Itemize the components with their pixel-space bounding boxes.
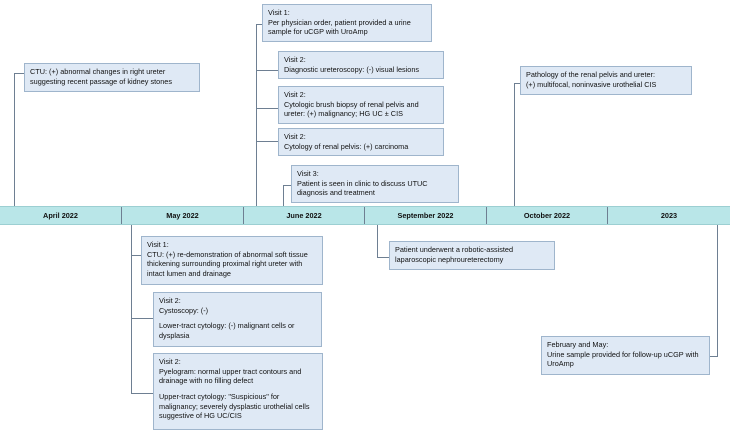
event-title: Visit 2:: [159, 357, 181, 366]
event-text: (+) multifocal, noninvasive urothelial C…: [526, 79, 657, 89]
event-may-visit1: Visit 1: CTU: (+) re-demonstration of ab…: [141, 236, 323, 285]
connector-june-v2: [283, 185, 284, 207]
event-title: Visit 1:: [268, 8, 290, 17]
event-title: Visit 2:: [159, 296, 181, 305]
event-june-visit1: Visit 1: Per physician order, patient pr…: [262, 4, 432, 42]
event-april-ctu: CTU: (+) abnormal changes in right urete…: [24, 63, 200, 92]
event-text-pyelogram: Pyelogram: normal upper tract contours a…: [159, 366, 302, 386]
event-text: Cytologic brush biopsy of renal pelvis a…: [284, 99, 419, 119]
connector-april: [14, 73, 15, 207]
timeline-bar: April 2022 May 2022 June 2022 September …: [0, 206, 730, 225]
event-text: Patient underwent a robotic-assisted lap…: [395, 245, 514, 264]
event-text: CTU: (+) abnormal changes in right urete…: [30, 67, 172, 86]
event-2023-followup: February and May: Urine sample provided …: [541, 336, 710, 375]
event-text: CTU: (+) re-demonstration of abnormal so…: [147, 249, 308, 278]
timeline-period-2023: 2023: [660, 211, 678, 220]
event-october-pathology: Pathology of the renal pelvis and ureter…: [520, 66, 692, 95]
event-title: Visit 3:: [297, 169, 319, 178]
timeline-period-june-2022: June 2022: [244, 207, 365, 224]
event-may-visit2-pyelogram: Visit 2: Pyelogram: normal upper tract c…: [153, 353, 323, 430]
timeline-period-april-2022: April 2022: [0, 207, 122, 224]
connector-2023-h: [710, 356, 718, 357]
connector-may-h3: [131, 393, 153, 394]
event-text: Urine sample provided for follow-up uCGP…: [547, 349, 699, 369]
event-text: Cytology of renal pelvis: (+) carcinoma: [284, 141, 409, 151]
event-september-surgery: Patient underwent a robotic-assisted lap…: [389, 241, 555, 270]
event-title: Pathology of the renal pelvis and ureter…: [526, 70, 655, 79]
connector-may-h1: [131, 255, 141, 256]
event-text: Patient is seen in clinic to discuss UTU…: [297, 178, 428, 198]
timeline-period-may-2022: May 2022: [122, 207, 244, 224]
connector-september-h: [377, 257, 389, 258]
event-text: Diagnostic ureteroscopy: (-) visual lesi…: [284, 64, 420, 74]
event-june-visit2-ureteroscopy: Visit 2: Diagnostic ureteroscopy: (-) vi…: [278, 51, 444, 79]
connector-june-h5: [283, 185, 291, 186]
connector-october-h: [514, 83, 520, 84]
connector-june-h2: [256, 70, 278, 71]
connector-june-h4: [256, 141, 278, 142]
event-may-visit2-cystoscopy: Visit 2: Cystoscopy: (-) Lower-tract cyt…: [153, 292, 322, 347]
event-title: February and May:: [547, 340, 609, 349]
event-text-lower-tract-cytology: Lower-tract cytology: (-) malignant cell…: [159, 321, 295, 340]
connector-may-h2: [131, 318, 153, 319]
event-text-cystoscopy: Cystoscopy: (-): [159, 305, 209, 315]
event-text-upper-tract-cytology: Upper-tract cytology: "Suspicious" for m…: [159, 391, 310, 421]
connector-april-h: [14, 73, 24, 74]
connector-june-h3: [256, 108, 278, 109]
event-title: Visit 2:: [284, 55, 306, 64]
connector-may: [131, 224, 132, 393]
event-text: Per physician order, patient provided a …: [268, 17, 411, 37]
event-june-visit2-cytology: Visit 2: Cytology of renal pelvis: (+) c…: [278, 128, 444, 156]
timeline-period-october-2022: October 2022: [487, 207, 608, 224]
connector-october: [514, 83, 515, 207]
event-june-visit2-biopsy: Visit 2: Cytologic brush biopsy of renal…: [278, 86, 444, 124]
event-title: Visit 2:: [284, 90, 306, 99]
connector-june-h1: [256, 24, 262, 25]
event-title: Visit 2:: [284, 132, 306, 141]
connector-june: [256, 24, 257, 207]
event-june-visit3: Visit 3: Patient is seen in clinic to di…: [291, 165, 459, 203]
timeline-period-september-2022: September 2022: [365, 207, 487, 224]
event-title: Visit 1:: [147, 240, 169, 249]
connector-2023: [717, 224, 718, 356]
connector-september: [377, 224, 378, 257]
